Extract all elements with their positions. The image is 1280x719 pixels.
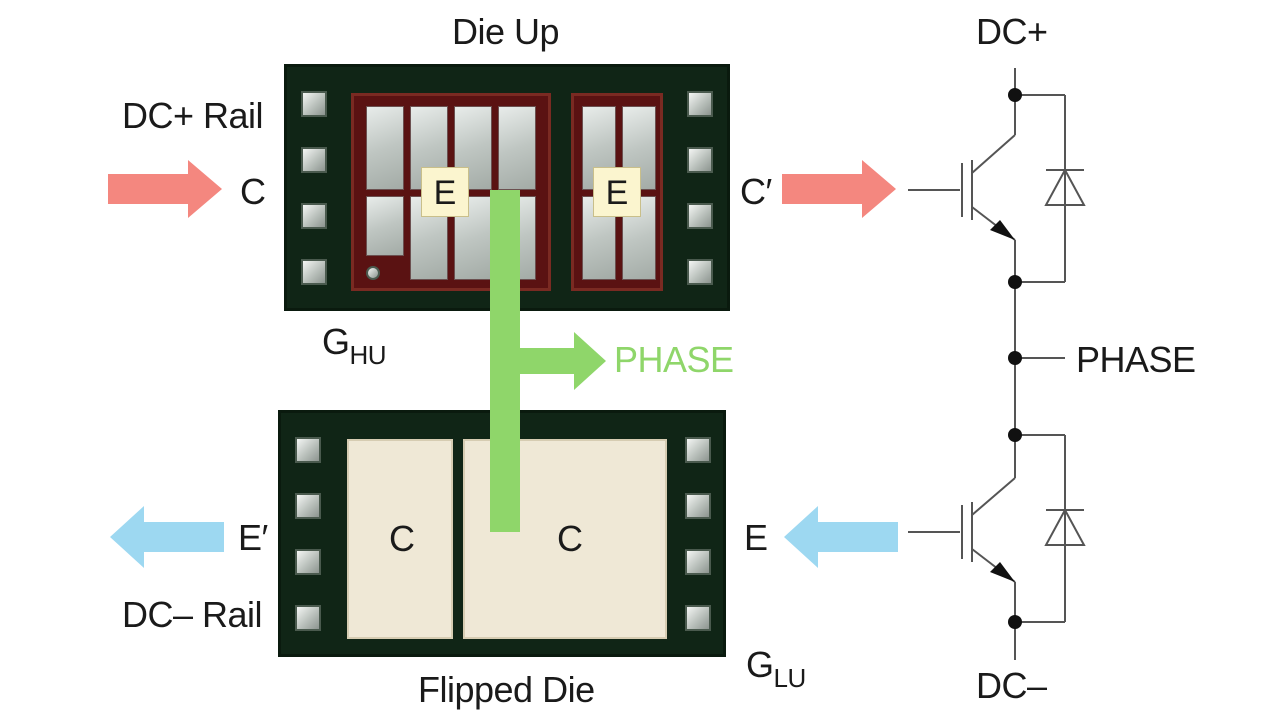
dc-plus-rail-label: DC+ Rail [122,95,264,136]
bottom-chip-pad [685,549,711,575]
gate-lu-main: G [746,644,774,685]
top-chip-pad [301,259,327,285]
phase-bus-vertical [490,190,520,532]
gate-lu-label: GLU [746,644,806,692]
phase-output-arrow [520,332,606,390]
dc-minus-rail-label: DC– Rail [122,594,263,635]
node-dc-minus [1008,615,1022,629]
gate-lu-sub: LU [773,663,807,693]
bottom-collector-leg [971,477,1016,516]
top-diode-symbol [1044,167,1086,206]
gate-hu-main: G [322,321,350,362]
emitter-cell [498,106,536,190]
gate-pad [366,266,380,280]
schematic-phase-label: PHASE [1076,339,1196,380]
top-collector-prime-label: C′ [740,171,772,212]
node-dc-plus [1008,88,1022,102]
bottom-diode-symbol [1044,507,1086,546]
schematic-dc-minus-label: DC– [976,665,1047,706]
dc-plus-output-arrow [782,160,896,218]
dc-minus-output-arrow [110,506,224,568]
bottom-chip-pad [295,549,321,575]
die-up-title: Die Up [452,11,560,52]
top-chip-pad [301,147,327,173]
top-collector-terminal-label: C [240,171,266,212]
bottom-chip-pad [685,493,711,519]
top-chip-pad [687,259,713,285]
gate-hu-sub: HU [349,340,387,370]
top-collector-leg [971,134,1016,174]
top-chip-pad [301,91,327,117]
collector-plate-1 [347,439,453,639]
node-top-emitter [1008,275,1022,289]
top-emitter-arrowhead [990,220,1015,240]
flipped-die-title: Flipped Die [418,669,595,710]
emitter-label-1: E [421,167,469,217]
collector-label-2: C [557,518,583,559]
dc-minus-input-arrow [784,506,898,568]
bottom-emitter-prime-label: E′ [238,517,268,558]
top-chip-pad [301,203,327,229]
bottom-chip-pad [295,437,321,463]
emitter-cell [366,106,404,190]
node-phase [1008,351,1022,365]
top-chip-pad [687,91,713,117]
emitter-label-2: E [593,167,641,217]
bottom-emitter-arrowhead [990,562,1015,582]
node-bottom-collector [1008,428,1022,442]
bottom-emitter-label: E [744,517,768,558]
dc-plus-input-arrow [108,160,222,218]
bottom-chip-pad [685,437,711,463]
bottom-chip-pad [295,605,321,631]
emitter-cell [366,196,404,256]
bottom-chip-pad [685,605,711,631]
phase-arrow-label: PHASE [614,339,734,380]
top-chip-pad [687,147,713,173]
gate-hu-label: GHU [322,321,387,369]
schematic-dc-plus-label: DC+ [976,11,1048,52]
bottom-chip-pad [295,493,321,519]
top-chip-pad [687,203,713,229]
collector-label-1: C [389,518,415,559]
